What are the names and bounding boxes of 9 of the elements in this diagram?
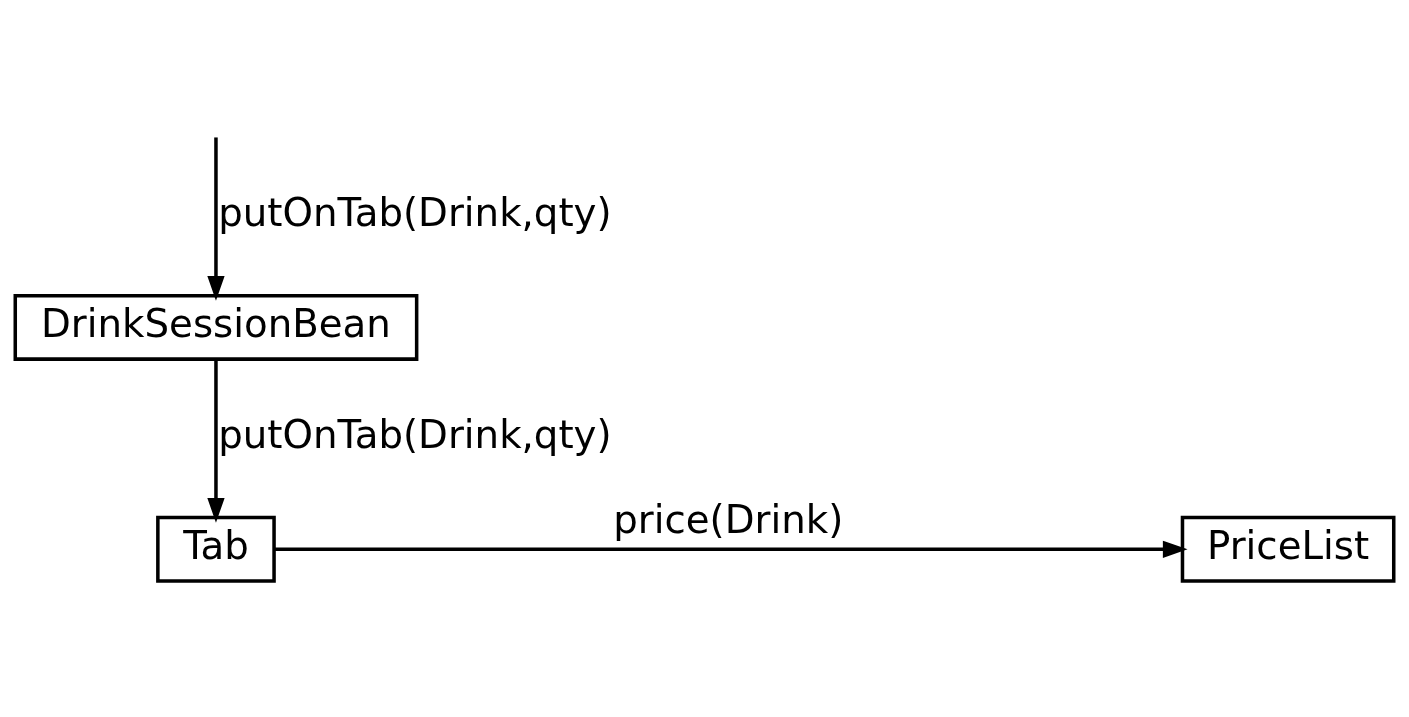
node-box: PriceList (1180, 515, 1396, 583)
edge-label: price(Drink) (613, 496, 844, 542)
edge-label: putOnTab(Drink,qty) (218, 412, 612, 458)
arrow (274, 540, 1188, 558)
arrow (207, 137, 225, 301)
node-box: DrinkSessionBean (13, 294, 419, 361)
edge-label: putOnTab(Drink,qty) (218, 190, 612, 236)
node-box: Tab (156, 515, 276, 583)
arrow (207, 359, 225, 523)
